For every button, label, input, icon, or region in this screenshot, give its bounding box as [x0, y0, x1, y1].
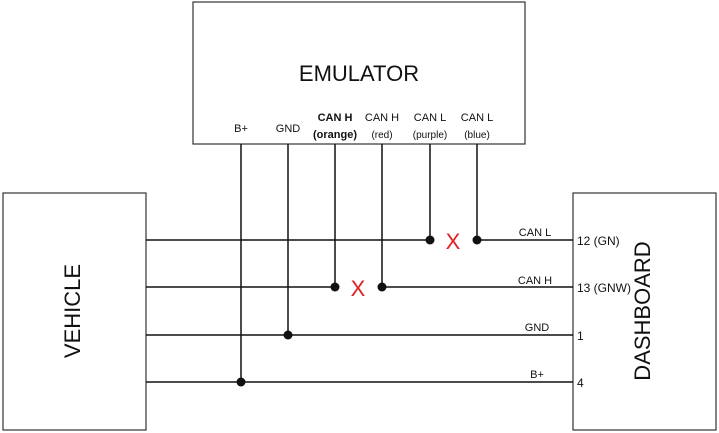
pin-label-canl-blue: CAN L [461, 112, 493, 124]
pin-label-canh-orange-color: (orange) [313, 129, 357, 141]
pin-label-canh-red-color: (red) [371, 130, 392, 141]
pin-label-gnd: GND [276, 123, 301, 135]
pin-label-bplus: B+ [234, 123, 248, 135]
pin-label-canl-purple-color: (purple) [413, 130, 447, 141]
signal-label-canl: CAN L [519, 227, 551, 239]
dash-pin-4: 4 [577, 376, 584, 390]
pin-label-canh-orange: CAN H [318, 112, 353, 124]
emulator-pin-labels: B+ GND CAN H (orange) CAN H (red) CAN L … [234, 112, 493, 141]
horizontal-wires [146, 239, 573, 383]
pin-label-canl-purple: CAN L [414, 112, 446, 124]
pin-label-canh-red: CAN H [365, 112, 399, 124]
junction-dots [236, 235, 482, 387]
junction-canl-purple [425, 235, 435, 245]
cut-marker-canl: X [446, 229, 461, 254]
signal-label-canh: CAN H [518, 275, 552, 287]
emulator-title: EMULATOR [299, 61, 419, 86]
emulator-box [192, 1, 526, 145]
dashboard-pin-labels: 12 (GN) 13 (GNW) 1 4 [577, 234, 631, 390]
junction-canh-red [377, 282, 387, 292]
vehicle-title: VEHICLE [60, 264, 85, 358]
vehicle-box [2, 192, 147, 431]
vertical-wires [240, 144, 478, 382]
junction-gnd [283, 330, 293, 340]
wire-signal-labels: CAN L CAN H GND B+ [518, 227, 552, 381]
pin-label-canl-blue-color: (blue) [464, 130, 490, 141]
junction-canl-blue [472, 235, 482, 245]
dash-pin-13: 13 (GNW) [577, 281, 631, 295]
dash-pin-1: 1 [577, 329, 584, 343]
junction-canh-orange [330, 282, 340, 292]
dashboard-box [572, 192, 717, 431]
dash-pin-12: 12 (GN) [577, 234, 620, 248]
signal-label-bplus: B+ [530, 369, 544, 381]
cut-marker-canh: X [351, 276, 366, 301]
signal-label-gnd: GND [525, 322, 550, 334]
dashboard-title: DASHBOARD [630, 241, 655, 380]
junction-bplus [236, 377, 246, 387]
